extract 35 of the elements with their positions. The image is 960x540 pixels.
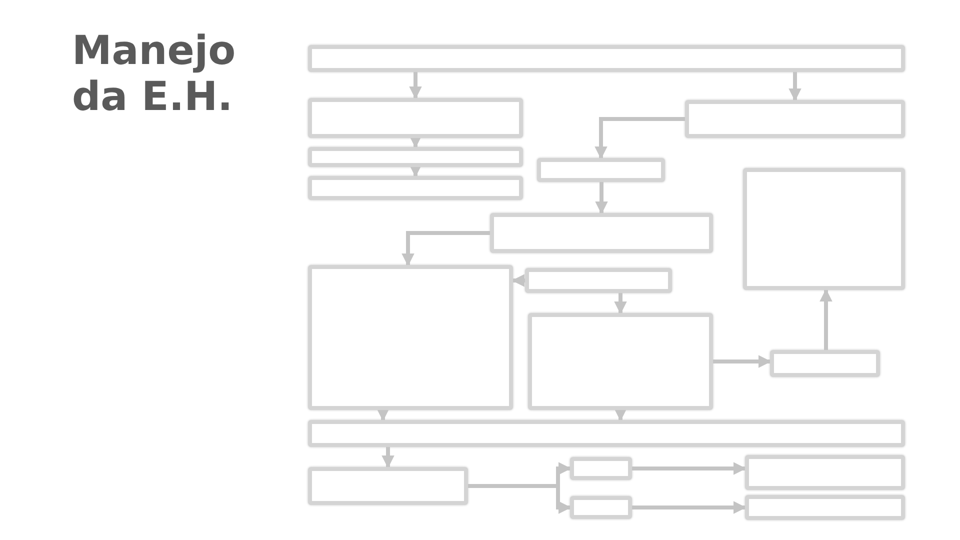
flow-box [308,420,905,447]
flow-box [308,176,523,200]
arrow [409,164,422,178]
flow-box [745,455,905,490]
arrow [402,231,490,266]
slide-title: Manejo da E.H. [72,28,237,120]
flow-box [528,313,713,410]
flow-box [537,158,665,182]
arrow [614,293,627,314]
flow-box [745,495,905,520]
flow-box [525,268,672,293]
flow-box [743,168,905,290]
flow-box [308,265,513,410]
arrow [376,408,390,422]
arrow [382,447,394,468]
flow-box [308,467,468,505]
arrow [713,355,772,368]
flow-box [308,45,905,72]
flow-box [490,213,713,253]
arrow [409,72,422,100]
arrow [594,117,685,160]
flow-box [570,496,632,519]
arrow [820,288,832,350]
arrow [409,135,422,148]
arrow [788,72,802,102]
arrow [512,274,525,287]
arrow [632,462,746,475]
arrow [632,501,746,514]
flow-box [308,98,523,138]
flow-box [570,457,632,480]
flow-box [308,147,523,167]
arrow [595,182,608,214]
arrow [614,408,627,422]
flow-box [685,100,905,138]
flow-box [770,350,880,377]
